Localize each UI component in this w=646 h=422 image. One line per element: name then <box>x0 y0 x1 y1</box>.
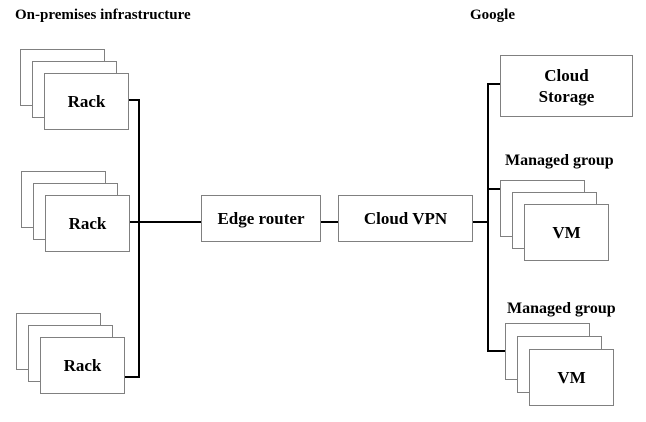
connector-trunk-to-managed-group-2 <box>487 350 507 352</box>
vm1-label: VM <box>552 222 581 242</box>
rack1-label: Rack <box>67 91 106 111</box>
edge-router-node: Edge router <box>201 195 321 242</box>
connector-trunk-to-managed-group-1 <box>487 188 502 190</box>
connector-rack1-to-trunk <box>126 99 140 101</box>
cloud-vpn-label: Cloud VPN <box>363 208 448 228</box>
cloud-storage-label: Cloud Storage <box>538 65 595 106</box>
managed-group-1-title: Managed group <box>505 152 614 169</box>
managed-group-2-title: Managed group <box>507 300 616 317</box>
connector-rack2-to-edge-router <box>127 221 202 223</box>
connector-cloud-vpn-to-trunk <box>472 221 489 223</box>
rack3-label: Rack <box>63 355 102 375</box>
cloud-storage-node: Cloud Storage <box>500 55 633 117</box>
connector-edge-router-to-cloud-vpn <box>320 221 339 223</box>
connector-trunk-to-cloud-storage <box>487 83 502 85</box>
rack2-label: Rack <box>68 213 107 233</box>
left-trunk-line <box>138 99 140 378</box>
vm1-node: VM <box>524 204 609 261</box>
on-premises-title: On-premises infrastructure <box>15 7 191 23</box>
right-trunk-line <box>487 83 489 352</box>
rack1-node: Rack <box>44 73 129 130</box>
rack3-node: Rack <box>40 337 125 394</box>
rack2-node: Rack <box>45 195 130 252</box>
edge-router-label: Edge router <box>217 208 305 228</box>
cloud-vpn-node: Cloud VPN <box>338 195 473 242</box>
google-title: Google <box>470 7 515 23</box>
vm2-label: VM <box>557 367 586 387</box>
connector-rack3-to-trunk <box>124 376 140 378</box>
vm2-node: VM <box>529 349 614 406</box>
